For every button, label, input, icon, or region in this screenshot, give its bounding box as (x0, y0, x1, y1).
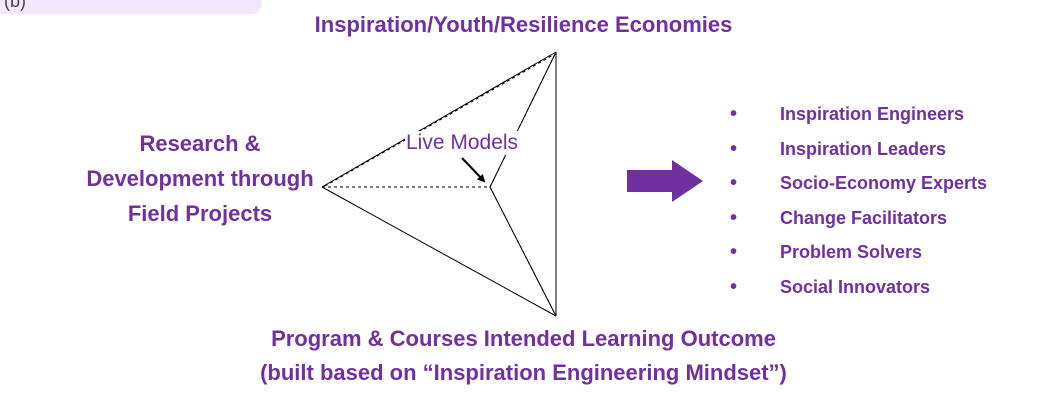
outcome-arrow (627, 160, 703, 202)
list-item-label: Socio-Economy Experts (780, 173, 988, 194)
dashed-edge-top (489, 51, 557, 188)
top-vertex-label: Inspiration/Youth/Resilience Economies (314, 12, 733, 37)
bullet-icon: • (730, 206, 738, 229)
left-vertex-label-line: Research & (139, 131, 261, 156)
left-vertex-label: Research & Development through Field Pro… (0, 126, 400, 231)
left-vertex-label-line: Development through (86, 166, 314, 191)
list-item-label: Inspiration Leaders (780, 138, 947, 159)
dashed-edge-bottom (489, 186, 557, 317)
triangle-edge-bottom (321, 186, 557, 317)
list-item-label: Problem Solvers (780, 242, 923, 263)
left-vertex-label-line: Field Projects (127, 201, 273, 226)
list-item-label: Inspiration Engineers (780, 104, 965, 124)
center-pointer-arrow (461, 157, 486, 183)
figure-tag: (b) (0, 0, 262, 14)
figure-tag-label: (b) (4, 0, 26, 11)
dashed-edge-top-outer (324, 54, 554, 187)
bullet-icon: • (730, 241, 738, 264)
bullet-icon: • (730, 275, 738, 298)
bullet-icon: • (730, 137, 738, 160)
bottom-vertex-sublabel: (built based on “Inspiration Engineering… (260, 360, 787, 385)
bottom-vertex-label: Program & Courses Intended Learning Outc… (271, 326, 776, 351)
triangle-edge-top (321, 51, 557, 188)
center-label: Live Models (405, 131, 520, 155)
bullet-icon: • (730, 103, 738, 125)
list-item-label: Change Facilitators (780, 207, 948, 228)
list-item-label: Social Innovators (780, 276, 931, 297)
bullet-icon: • (730, 172, 738, 195)
